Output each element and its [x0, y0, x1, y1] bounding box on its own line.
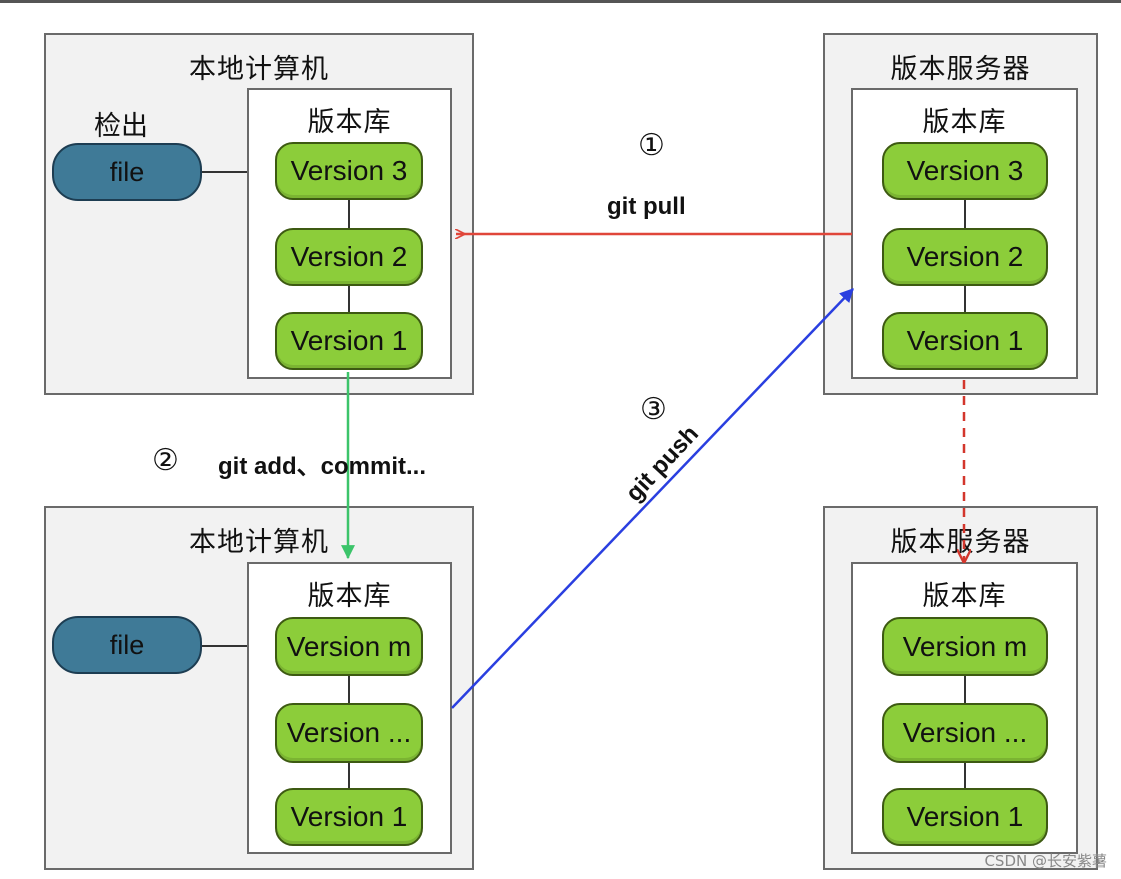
server-repo-bottom-title: 版本库 — [922, 581, 1007, 612]
server-bottom-version-2: Version 1 — [882, 788, 1048, 846]
local-repo-bottom-title: 版本库 — [307, 581, 392, 612]
version-server-top-title: 版本服务器 — [890, 54, 1031, 85]
local-top-version-1: Version 2 — [275, 228, 423, 286]
server-repo-top-title: 版本库 — [922, 107, 1007, 138]
git-pull-label: git pull — [607, 193, 686, 220]
local-top-version-0: Version 3 — [275, 142, 423, 200]
watermark: CSDN @长安紫薯 — [984, 852, 1107, 870]
step-2-number: ② — [152, 443, 179, 478]
checkout-label: 检出 — [94, 111, 148, 142]
server-bottom-version-0: Version m — [882, 617, 1048, 676]
local-computer-top-title: 本地计算机 — [189, 54, 329, 85]
file-top-connector — [202, 171, 276, 173]
step-1-number: ① — [638, 128, 665, 163]
file-bottom-connector — [202, 645, 276, 647]
server-top-version-1: Version 2 — [882, 228, 1048, 286]
step-3-number: ③ — [640, 392, 667, 427]
local-repo-top-title: 版本库 — [307, 107, 392, 138]
git-push-arrow — [451, 288, 854, 709]
server-top-version-2: Version 1 — [882, 312, 1048, 370]
local-computer-bottom-title: 本地计算机 — [189, 527, 329, 558]
local-bottom-version-0: Version m — [275, 617, 423, 676]
git-commit-label: git add、commit... — [218, 453, 427, 480]
local-top-version-2: Version 1 — [275, 312, 423, 370]
file-bottom: file — [52, 616, 202, 674]
server-bottom-version-1: Version ... — [882, 703, 1048, 763]
local-bottom-version-2: Version 1 — [275, 788, 423, 846]
file-top: file — [52, 143, 202, 201]
top-border-line — [0, 0, 1121, 3]
server-top-version-0: Version 3 — [882, 142, 1048, 200]
local-bottom-version-1: Version ... — [275, 703, 423, 763]
